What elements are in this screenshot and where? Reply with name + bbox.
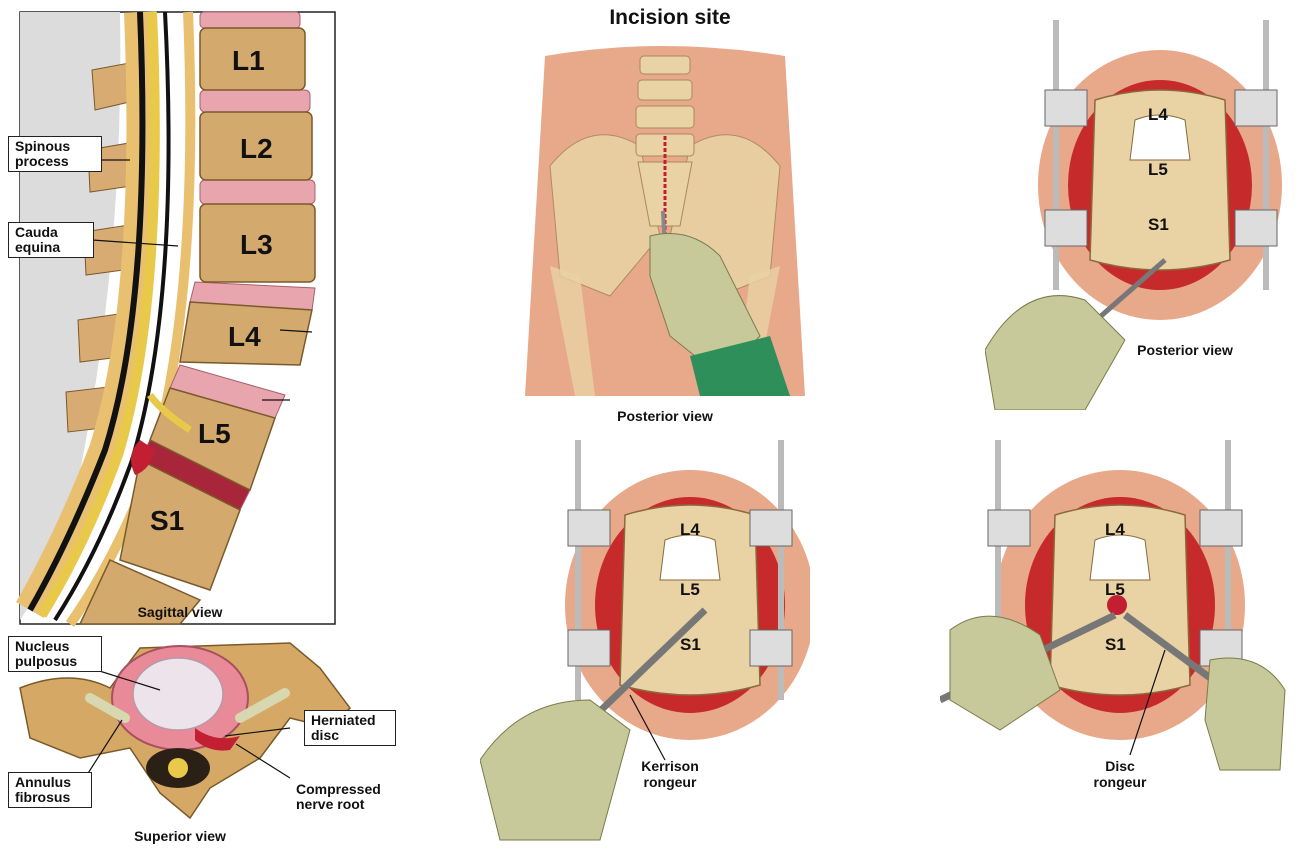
incision-illustration	[525, 46, 805, 396]
vertebra-label-l4: L4	[228, 321, 261, 352]
vertebra-label-l3: L3	[240, 229, 273, 260]
incision-site-panel: Incision site Posterior view	[520, 0, 810, 430]
label-kerrison-rongeur: Kerrison rongeur	[641, 758, 699, 790]
label-cauda-equina: Cauda equina	[8, 222, 94, 258]
surgical-posterior-illustration: L4 L5 S1	[985, 20, 1282, 410]
kerrison-rongeur-panel: L4 L5 S1 Kerrison rongeur	[480, 440, 810, 845]
sagittal-view-panel: L1 L2 L3 L4 L5 S1 Spinous process Cauda …	[0, 0, 340, 630]
caption-incision-posterior-view: Posterior view	[617, 408, 713, 424]
vertebra-label-l2: L2	[240, 133, 273, 164]
caption-sagittal-view: Sagittal view	[137, 604, 223, 620]
sagittal-illustration: L1 L2 L3 L4 L5 S1	[16, 11, 336, 627]
surgical-vertebra-l5: L5	[1148, 160, 1168, 179]
superior-view-panel: Nucleus pulposus Herniated disc Annulus …	[0, 628, 400, 849]
vertebra-label-l5: L5	[198, 418, 231, 449]
label-disc-rongeur: Disc rongeur	[1093, 758, 1147, 790]
kerrison-vertebra-l4: L4	[680, 520, 700, 539]
disc-rongeur-illustration: L4 L5 S1	[940, 440, 1286, 771]
disc-vertebra-s1: S1	[1105, 635, 1126, 654]
superior-illustration	[19, 642, 351, 820]
surgical-vertebra-l4: L4	[1148, 105, 1168, 124]
incision-site-title: Incision site	[609, 6, 731, 29]
kerrison-vertebra-l5: L5	[680, 580, 700, 599]
disc-vertebra-l4: L4	[1105, 520, 1125, 539]
label-compressed-nerve-root: Compressed nerve root	[296, 781, 381, 812]
label-nucleus-pulposus: Nucleus pulposus	[8, 636, 102, 672]
caption-surgical-posterior-view: Posterior view	[1137, 342, 1233, 358]
label-annulus-fibrosus: Annulus fibrosus	[8, 772, 92, 808]
vertebra-label-s1: S1	[150, 505, 184, 536]
surgical-vertebra-s1: S1	[1148, 215, 1169, 234]
disc-vertebra-l5: L5	[1105, 580, 1125, 599]
caption-superior-view: Superior view	[134, 828, 226, 844]
kerrison-illustration: L4 L5 S1	[480, 440, 810, 841]
disc-rongeur-panel: L4 L5 S1 Disc rongeur	[940, 440, 1295, 845]
label-herniated-disc: Herniated disc	[304, 710, 396, 746]
label-spinous-process: Spinous process	[8, 136, 102, 172]
vertebra-label-l1: L1	[232, 45, 265, 76]
kerrison-vertebra-s1: S1	[680, 635, 701, 654]
surgical-posterior-panel: L4 L5 S1 Posterior view	[985, 20, 1290, 410]
